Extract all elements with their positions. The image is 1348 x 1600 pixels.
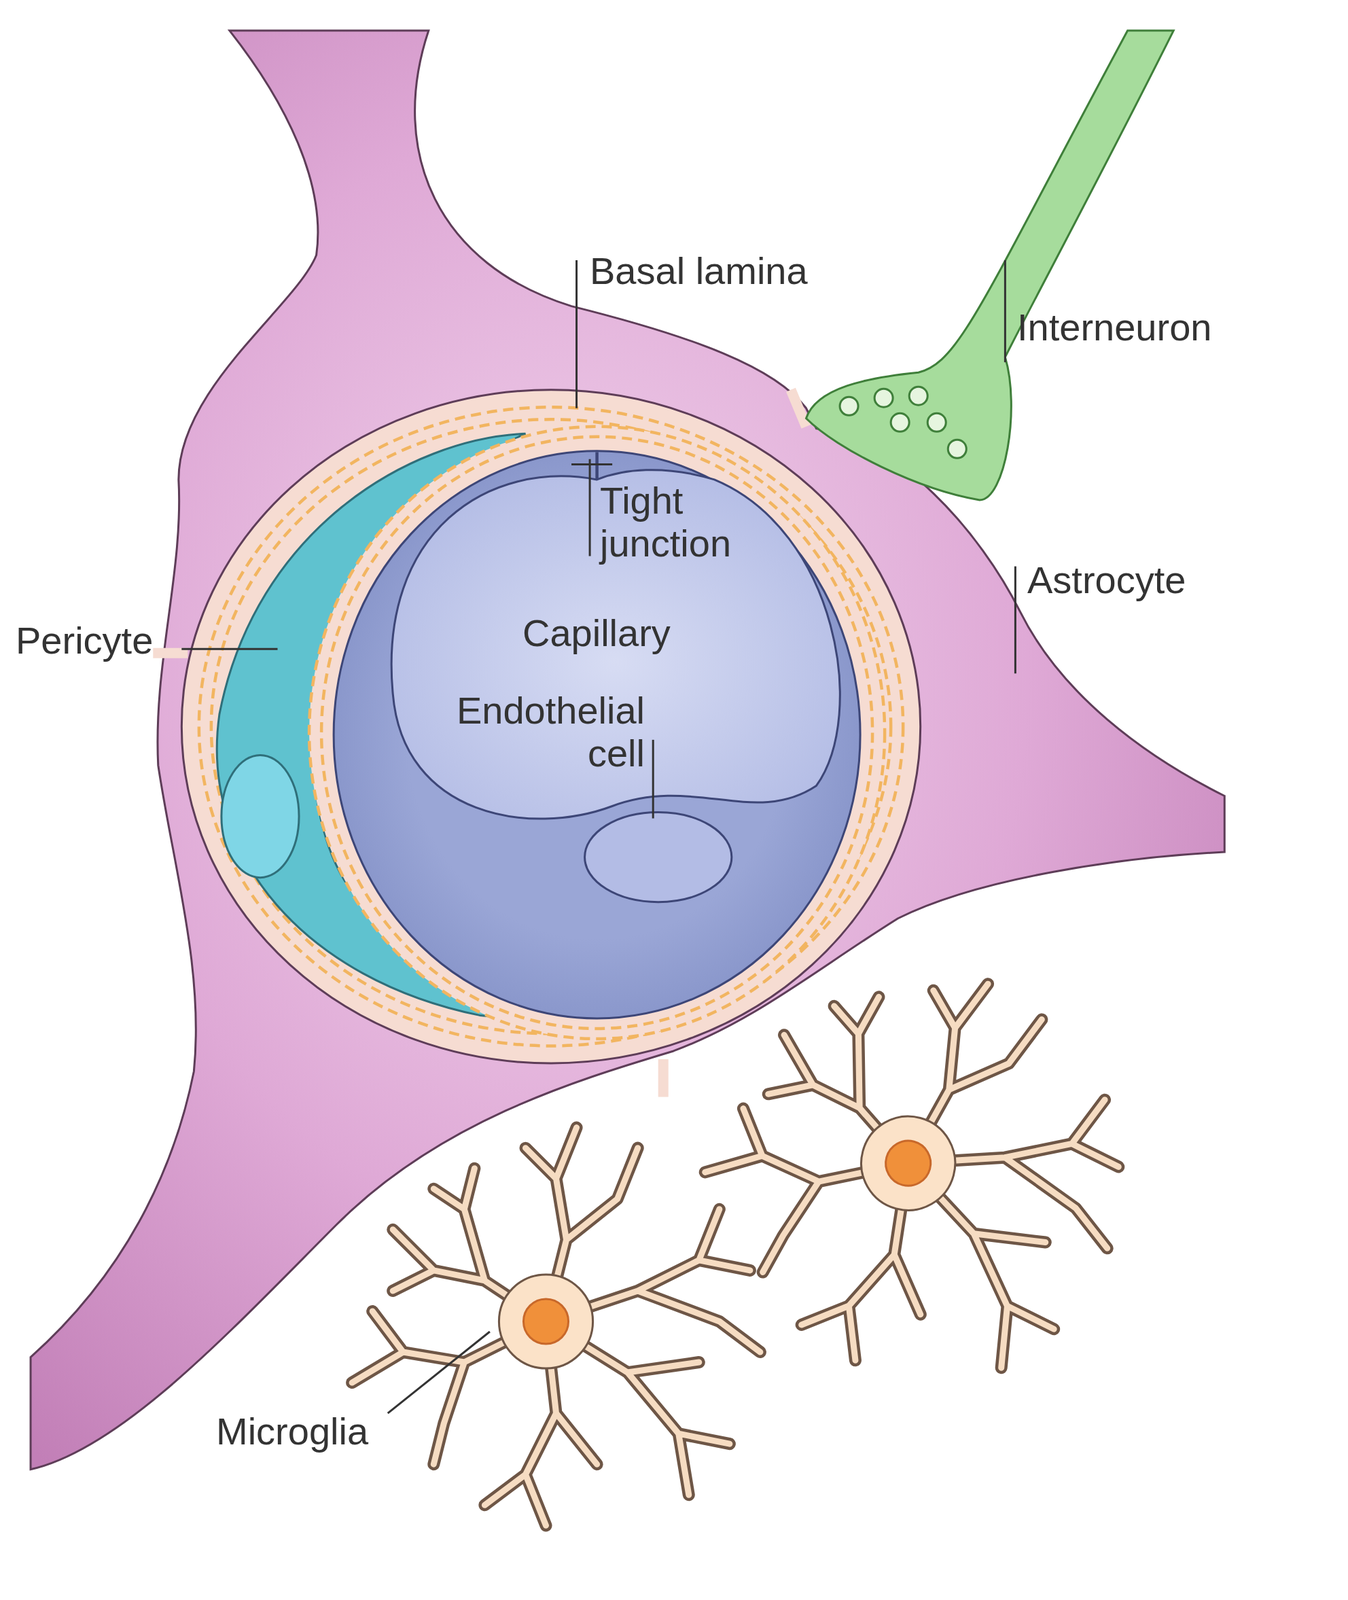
part-label: Microglia <box>216 1410 369 1454</box>
pericyte-nucleus <box>221 754 299 878</box>
part-label: Tight junction <box>599 479 794 565</box>
endfoot-gap <box>658 1059 669 1098</box>
interneuron-terminal <box>805 30 1174 501</box>
part-label: Capillary <box>522 612 671 655</box>
part-label: Endothelial cell <box>396 689 645 775</box>
tight-junction-line <box>595 451 599 480</box>
leader-lines <box>181 260 1016 1414</box>
endfoot-gap <box>790 389 807 427</box>
microglia-cell <box>351 1127 761 1527</box>
synaptic-vesicles <box>839 386 967 458</box>
part-label: Pericyte <box>15 619 153 663</box>
capillary-lumen <box>391 470 840 819</box>
microglia-cell <box>667 926 1166 1416</box>
part-label: Basal lamina <box>589 250 808 293</box>
part-label: Interneuron <box>1017 306 1212 350</box>
part-label: Astrocyte <box>1027 559 1186 602</box>
endothelial-nucleus <box>584 812 732 903</box>
basal-lamina-inner <box>309 426 885 1039</box>
basal-lamina-inner <box>321 436 873 1029</box>
astrocyte-cell <box>30 30 1225 1470</box>
endothelial-cell <box>333 451 861 1019</box>
basal-lamina-outer <box>199 406 903 1046</box>
perivascular-space <box>181 389 920 1064</box>
